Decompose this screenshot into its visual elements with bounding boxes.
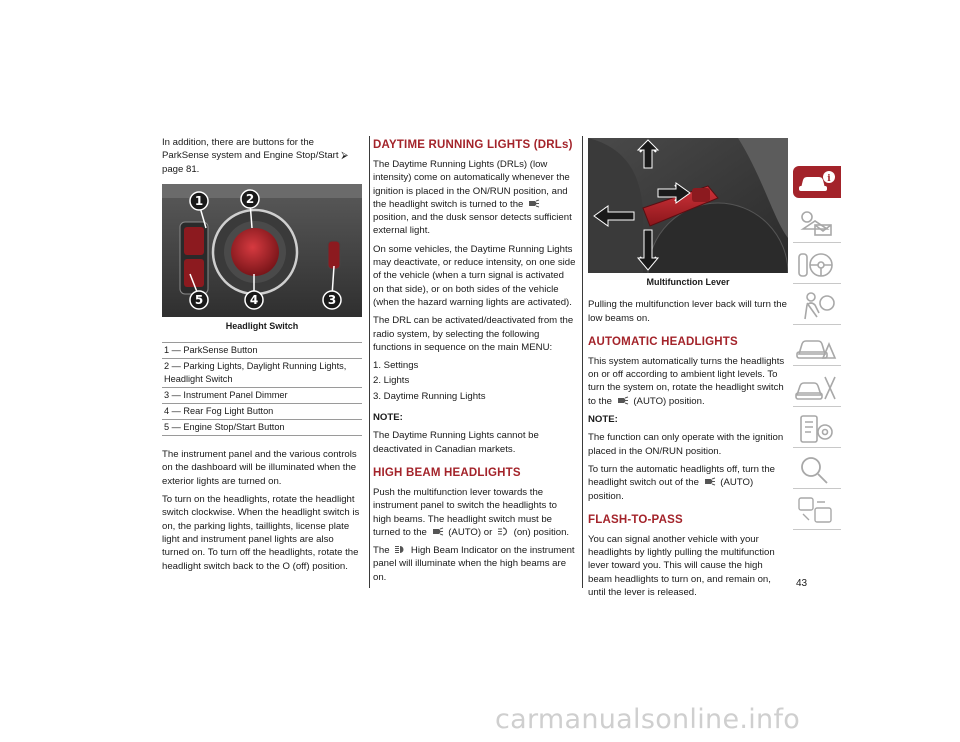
paragraph: On some vehicles, the Daytime Running Li… [373,243,576,308]
legend-item: 1 — ParkSense Button [162,343,362,360]
auto-headlight-icon [704,477,715,486]
multifunction-lever-photo [588,138,788,273]
tab-multilingual[interactable] [793,494,841,530]
paragraph: To turn the automatic headlights off, tu… [588,463,776,502]
column-right: Multifunction Lever Pulling the multifun… [588,138,788,604]
tab-safety[interactable] [793,248,841,284]
callout-3: 3 [328,293,336,307]
tools-car-icon [795,376,836,400]
column-middle: DAYTIME RUNNING LIGHTS (DRLs) The Daytim… [373,138,576,589]
paragraph: The High Beam Indicator on the instrumen… [373,545,575,583]
headlight-switch-photo: 1 2 3 4 5 [162,183,362,317]
specifications-icon [800,415,833,443]
legend-item: 2 — Parking Lights, Daylight Running Lig… [162,359,362,389]
paragraph: This system automatically turns the head… [588,355,785,407]
note-text: The function can only operate with the i… [588,432,784,457]
menu-step: 3. Daytime Running Lights [373,390,486,402]
paragraph: You can signal another vehicle with your… [588,533,775,599]
callout-2: 2 [246,192,254,206]
tab-starting-operating[interactable] [793,289,841,325]
auto-headlight-icon [432,527,443,536]
paragraph: The Daytime Running Lights (DRLs) (low i… [373,159,572,237]
tab-technical-specifications[interactable] [793,412,841,448]
callout-1: 1 [195,194,203,208]
section-heading-high-beam: HIGH BEAM HEADLIGHTS [373,466,521,479]
auto-headlight-icon [617,396,628,405]
warning-lights-icon [800,211,832,236]
section-heading-auto: AUTOMATIC HEADLIGHTS [588,335,738,348]
seatbelt-airbag-icon [804,292,835,320]
callout-4: 4 [250,293,258,307]
column-left: In addition, there are buttons for the P… [162,136,362,578]
car-info-icon: i [799,171,835,191]
menu-step: 2. Lights [373,375,410,387]
paragraph: The instrument panel and the various con… [162,449,357,487]
figure-legend: 1 — ParkSense Button 2 — Parking Lights,… [162,342,362,437]
search-icon [801,457,828,484]
column-divider [582,136,583,588]
svg-text:i: i [827,174,831,184]
chapter-sidebar: i [793,166,843,535]
arrow-ref-icon: ⮚ [341,150,348,162]
paragraph: To turn on the headlights, rotate the he… [162,494,360,572]
paragraph: Push the multifunction lever towards the… [373,486,570,538]
tab-warning-lights[interactable] [793,207,841,243]
auto-headlight-icon [529,199,540,208]
language-index-icon [798,497,832,523]
figure-caption: Multifunction Lever [646,277,730,287]
page-ref-link[interactable]: page 81. [162,163,200,175]
page-number: 43 [796,578,808,589]
section-heading-drl: DAYTIME RUNNING LIGHTS (DRLs) [373,139,573,151]
watermark[interactable]: carmanualsonline.info [495,704,801,735]
tab-getting-to-know-vehicle[interactable]: i [793,166,841,198]
legend-item: 5 — Engine Stop/Start Button [162,420,362,437]
note-text: The Daytime Running Lights cannot be dea… [373,430,539,455]
car-emergency-icon [796,340,837,359]
note-label: NOTE: [588,414,618,426]
intro-paragraph: In addition, there are buttons for the P… [162,137,348,175]
menu-step: 1. Settings [373,360,419,372]
tab-in-case-of-emergency[interactable] [793,330,841,366]
high-beam-indicator-icon [395,546,404,554]
paragraph: Pulling the multifunction lever back wil… [588,299,787,324]
legend-item: 4 — Rear Fog Light Button [162,404,362,421]
section-heading-flash: FLASH-TO-PASS [588,513,683,526]
figure-caption: Headlight Switch [225,320,299,331]
callout-5: 5 [195,293,203,307]
tab-index[interactable] [793,453,841,489]
legend-item: 3 — Instrument Panel Dimmer [162,388,362,405]
tab-servicing-maintenance[interactable] [793,371,841,407]
headlight-on-icon [497,527,508,536]
steering-wheel-icon [798,253,833,277]
paragraph: The DRL can be activated/deactivated fro… [373,315,574,353]
column-divider [369,136,370,588]
note-label: NOTE: [373,412,403,424]
